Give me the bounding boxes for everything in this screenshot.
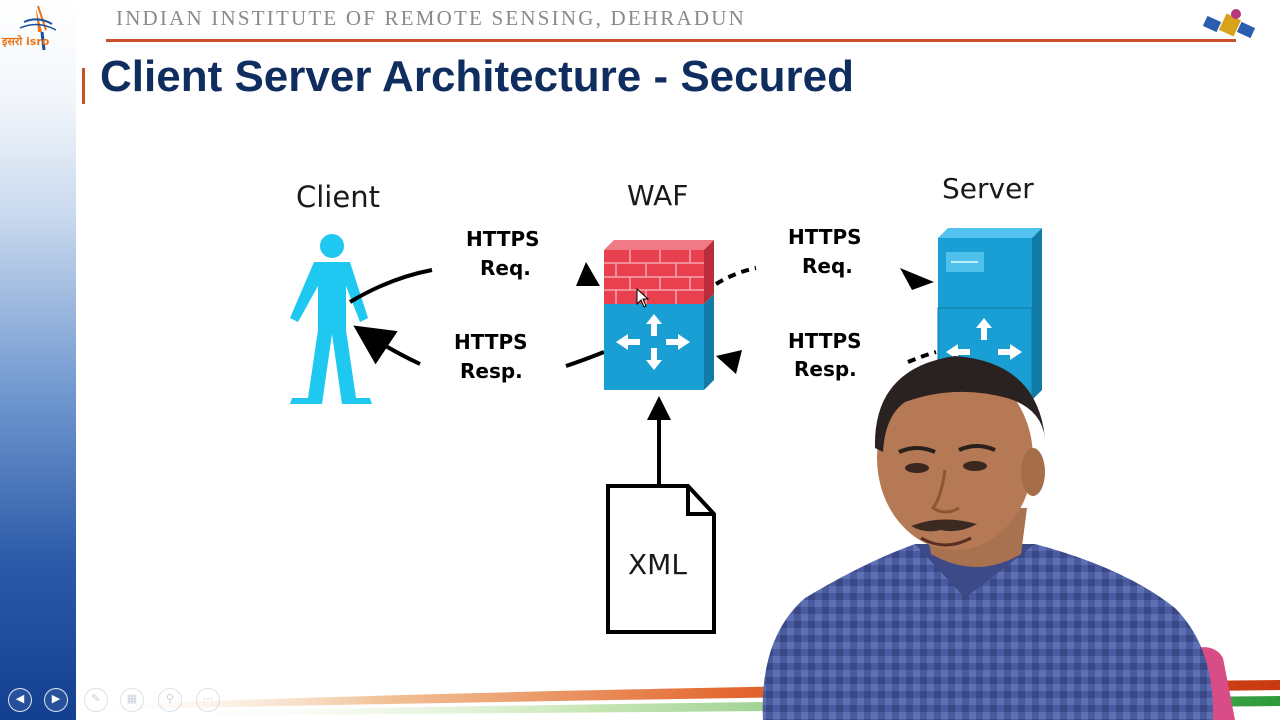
client-figure (290, 234, 372, 404)
left-request-label-2: Req. (480, 256, 531, 280)
server-response-dashes (907, 350, 937, 364)
left-response-label-1: HTTPS (454, 330, 528, 354)
slide-sidebar (0, 0, 76, 720)
server-request-arrowhead (900, 268, 934, 290)
client-label: Client (296, 180, 380, 214)
waf-server-dashed-link (714, 266, 757, 286)
presenter-video-overlay (762, 356, 1235, 720)
mouse-cursor-icon (636, 288, 650, 308)
right-request-label-1: HTTPS (788, 225, 862, 249)
xml-document-icon (606, 484, 716, 634)
xml-label: XML (628, 548, 687, 581)
right-response-label-2: Resp. (794, 357, 857, 381)
header-divider (106, 39, 1236, 42)
title-accent-bar (82, 68, 85, 104)
more-options-button[interactable]: ⋯ (196, 688, 220, 712)
zoom-button[interactable]: ⚲ (158, 688, 182, 712)
waf-request-arrowhead (576, 262, 600, 286)
grid-icon: ▦ (126, 693, 138, 705)
chevron-left-icon: ◀ (15, 693, 25, 705)
satellite-icon (1202, 9, 1257, 40)
magnifier-icon: ⚲ (165, 693, 175, 705)
slides-grid-button[interactable]: ▦ (120, 688, 144, 712)
pen-tool-button[interactable]: ✎ (84, 688, 108, 712)
waf-response-arrow (565, 350, 605, 368)
router-arrows-icon (616, 314, 690, 370)
right-response-label-1: HTTPS (788, 329, 862, 353)
slide-title: Client Server Architecture - Secured (100, 52, 854, 101)
xml-arrowhead (647, 396, 671, 420)
isro-logo-text: इसरो isro (2, 35, 50, 48)
left-request-label-1: HTTPS (466, 227, 540, 251)
left-response-label-2: Resp. (460, 359, 523, 383)
waf-firewall (604, 240, 714, 390)
isro-logo (19, 5, 57, 51)
waf-label: WAF (627, 179, 688, 212)
more-icon: ⋯ (202, 693, 214, 705)
server-label: Server (942, 172, 1034, 205)
right-request-label-2: Req. (802, 254, 853, 278)
client-response-arrow (353, 325, 421, 366)
institute-name: INDIAN INSTITUTE OF REMOTE SENSING, DEHR… (116, 6, 746, 30)
server-response-arrowhead (716, 350, 742, 374)
next-slide-button[interactable]: ▶ (44, 688, 68, 712)
prev-slide-button[interactable]: ◀ (8, 688, 32, 712)
pen-icon: ✎ (91, 693, 101, 705)
chevron-right-icon: ▶ (51, 693, 61, 705)
client-request-arrow (348, 268, 433, 304)
